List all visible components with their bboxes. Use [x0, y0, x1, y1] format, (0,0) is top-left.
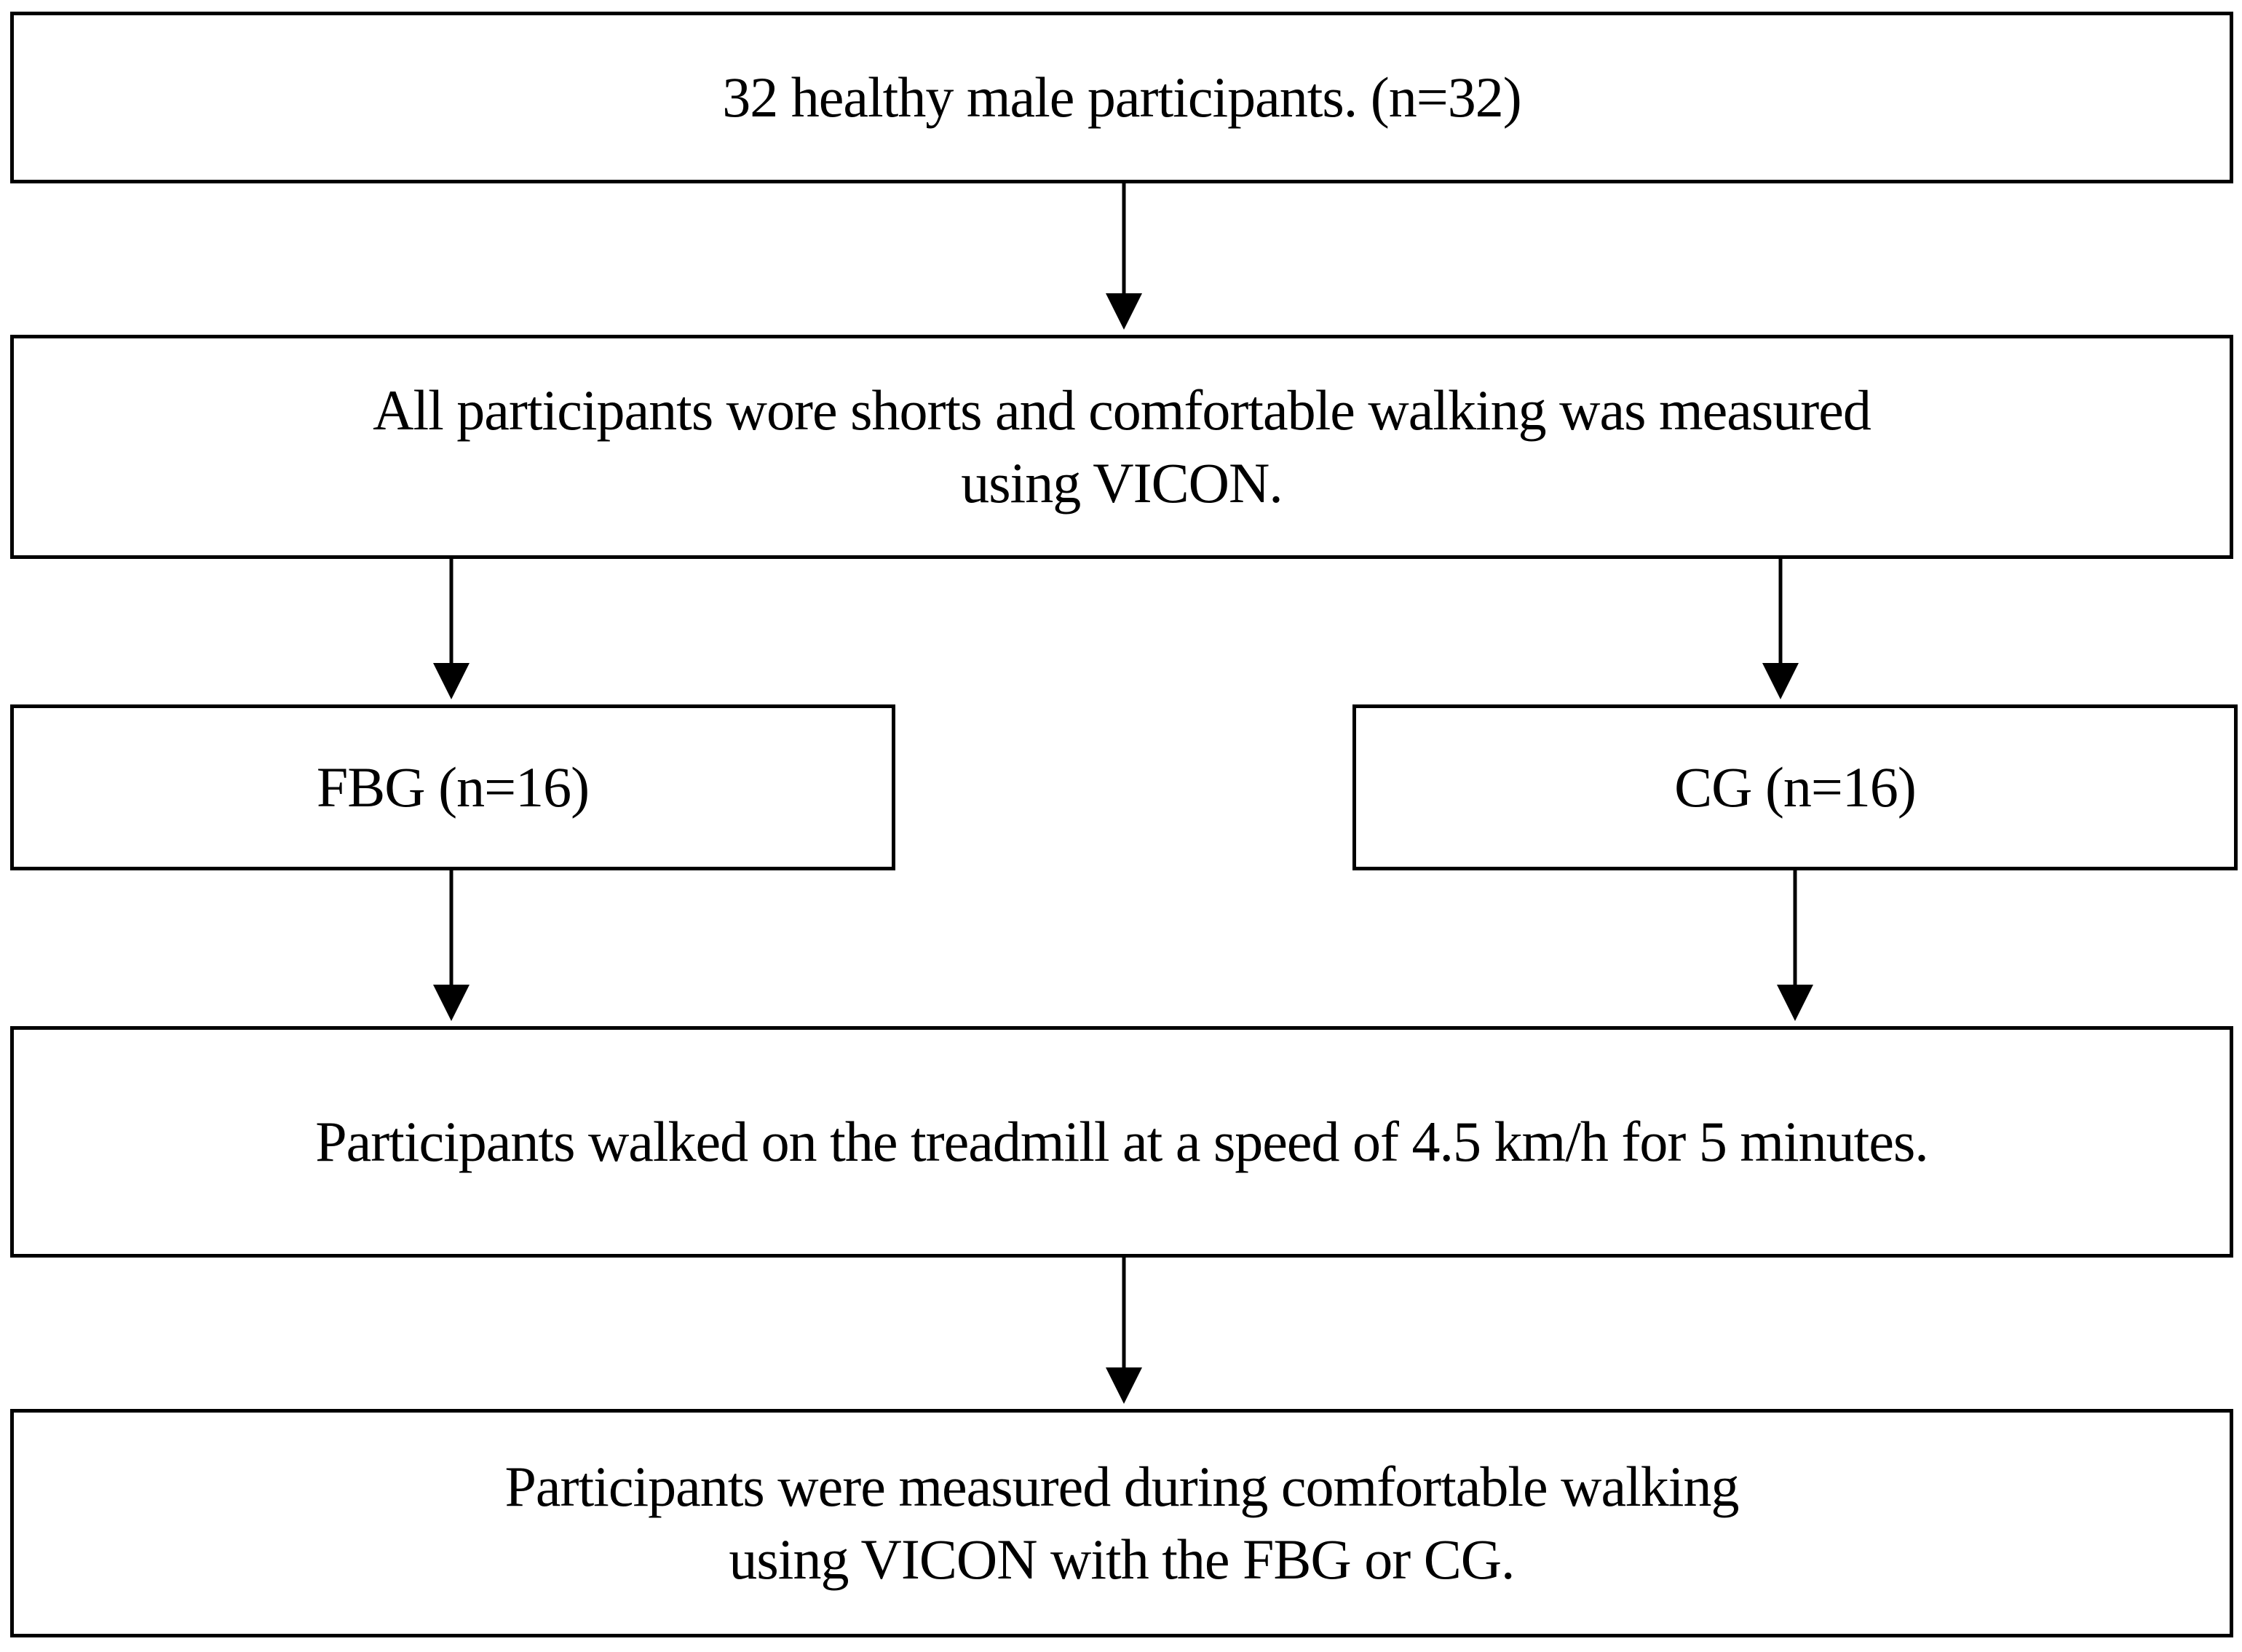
box-treadmill: Participants walked on the treadmill at …	[10, 1026, 2233, 1258]
box-final-measurement: Participants were measured during comfor…	[10, 1409, 2233, 1637]
box-fbg-text: FBG (n=16)	[316, 755, 590, 819]
box-cg-text: CG (n=16)	[1674, 755, 1917, 819]
box-fbg-group: FBG (n=16)	[10, 704, 895, 870]
box-cg-group: CG (n=16)	[1352, 704, 2238, 870]
box-participants-text: 32 healthy male participants. (n=32)	[722, 65, 1521, 129]
box-treadmill-text: Participants walked on the treadmill at …	[315, 1110, 1929, 1173]
box-final-text: Participants were measured during comfor…	[504, 1455, 1740, 1591]
box-baseline-text: All participants wore shorts and comfort…	[373, 378, 1871, 515]
box-baseline-measurement: All participants wore shorts and comfort…	[10, 335, 2233, 559]
box-participants: 32 healthy male participants. (n=32)	[10, 12, 2233, 183]
